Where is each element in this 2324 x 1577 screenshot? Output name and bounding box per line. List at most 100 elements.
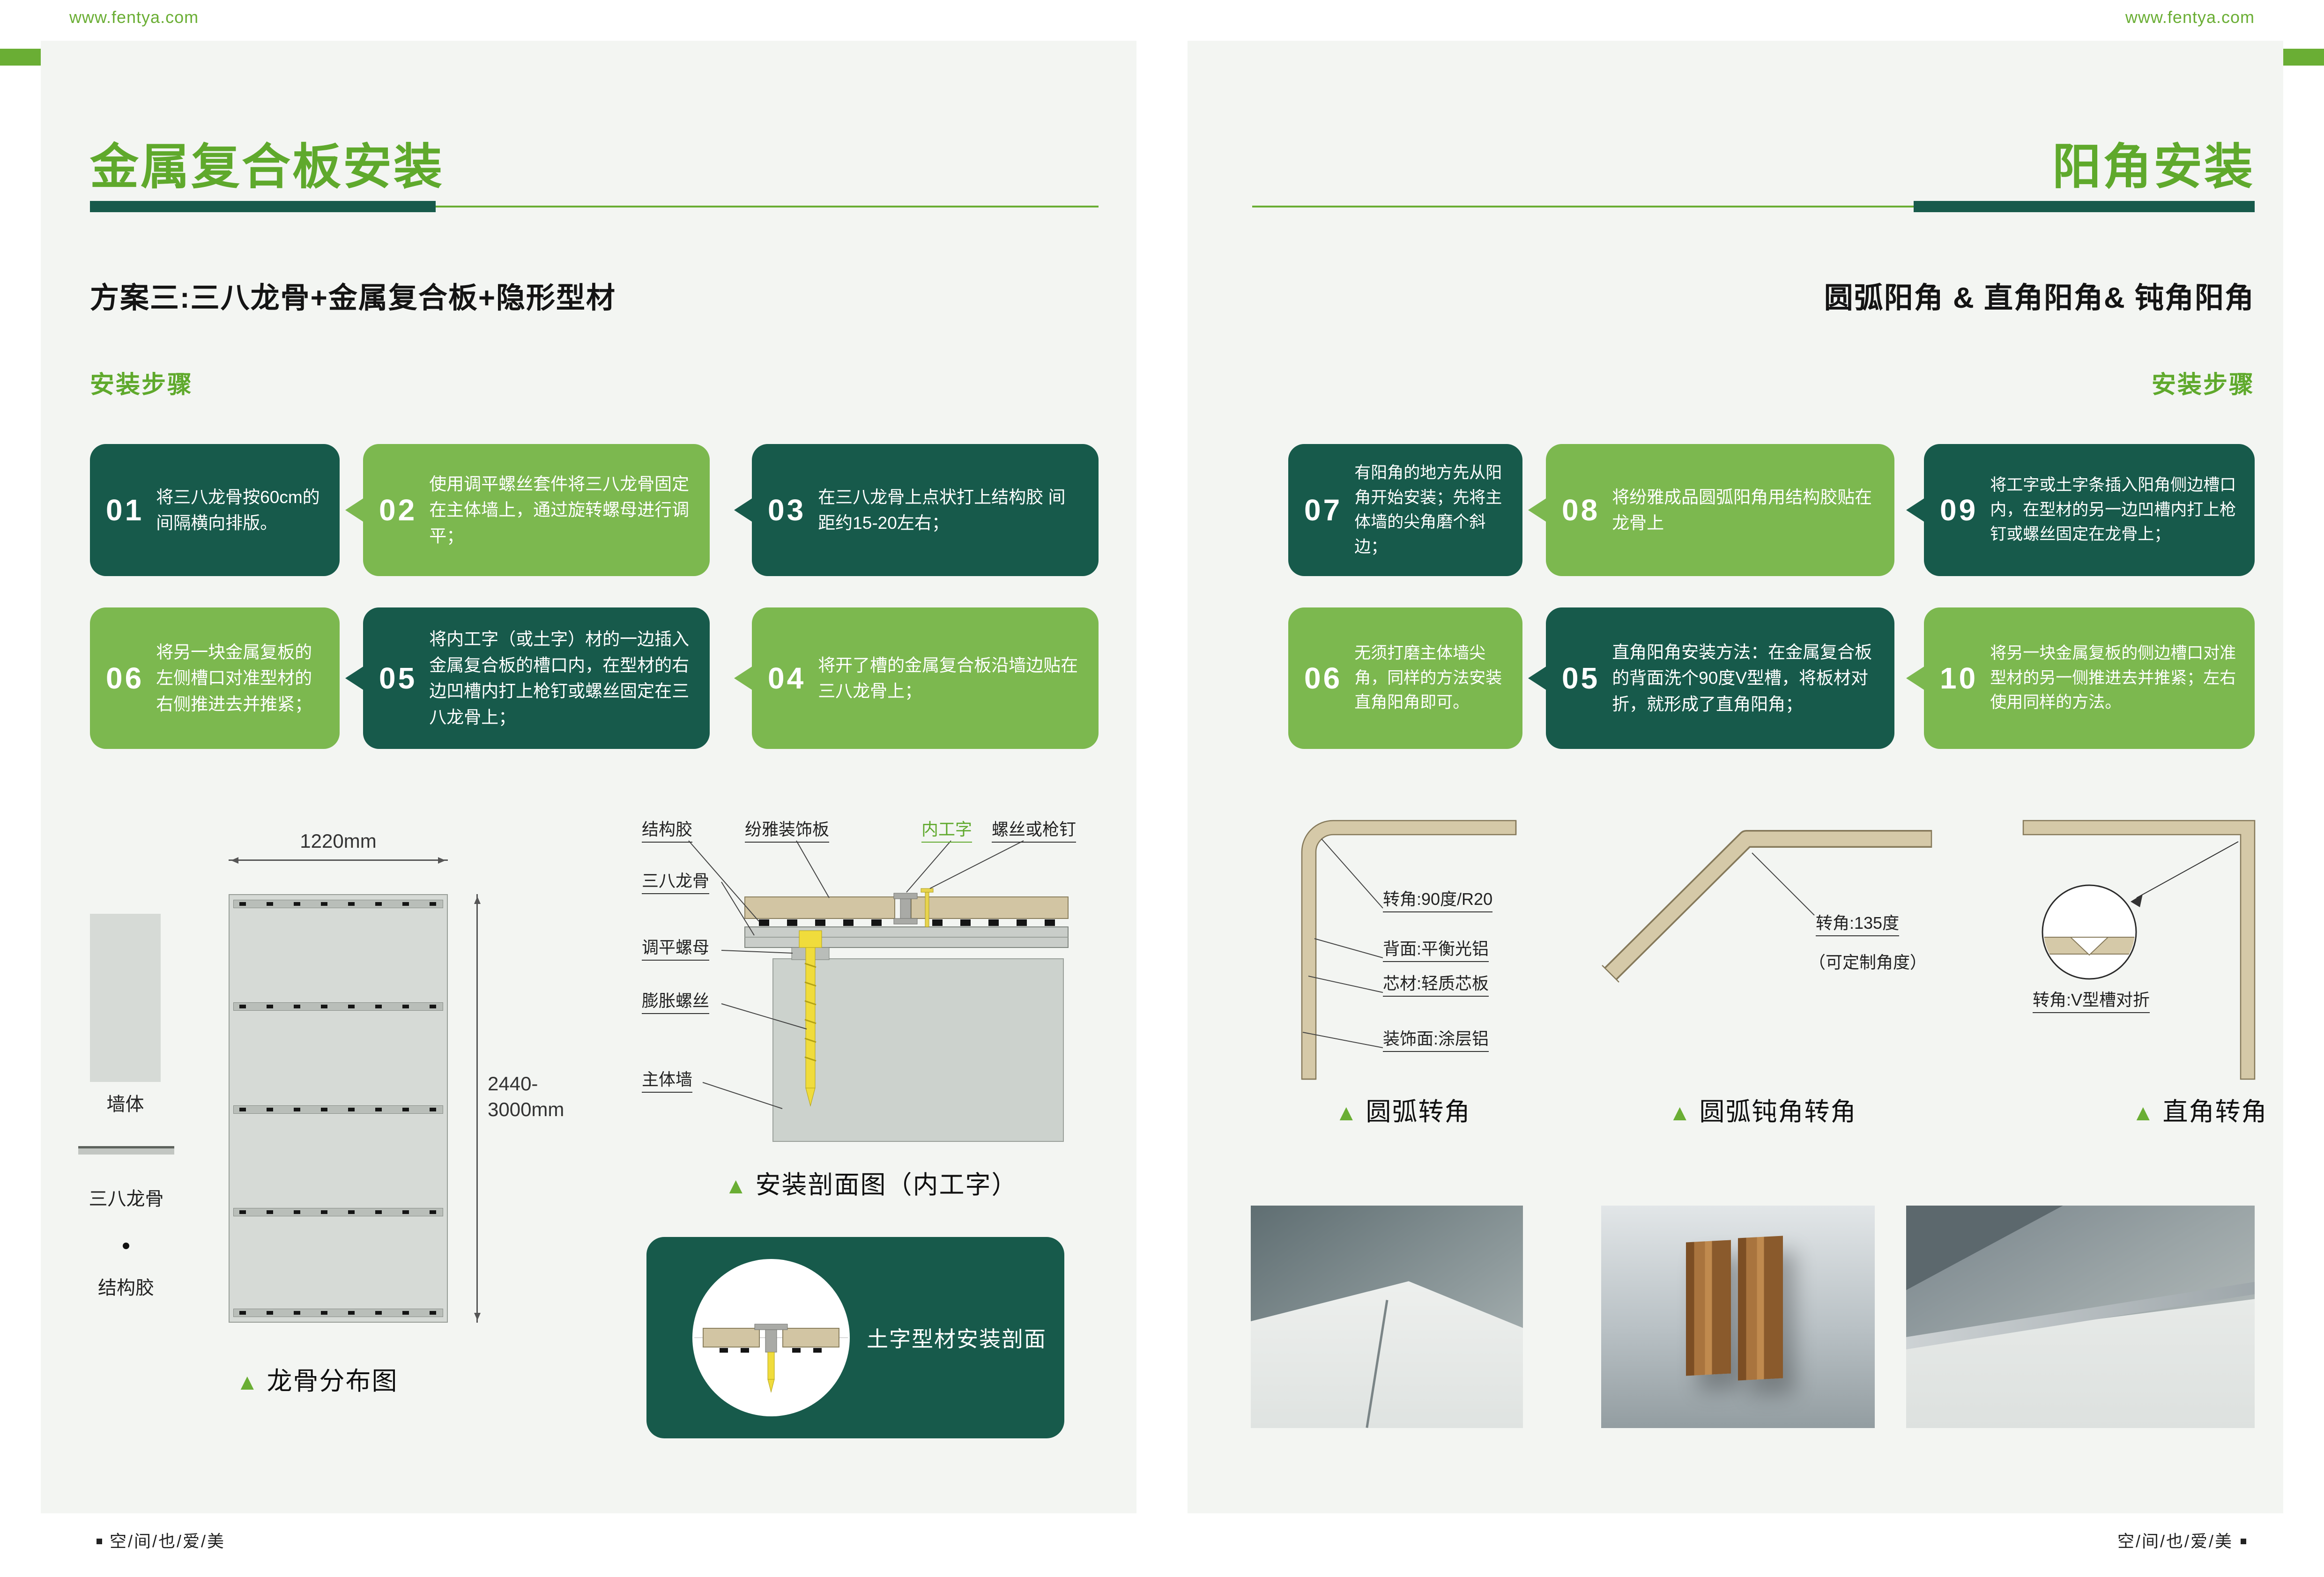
step-bubble-01: 01 将三八龙骨按60cm的间隔横向排版。 [90, 444, 340, 576]
steps-heading: 安装步骤 [90, 371, 193, 399]
round-corner-drawing [1301, 820, 1517, 1080]
footer-left: 空/间/也/爱/美 [89, 1528, 225, 1552]
obtuse-corner-drawing [1602, 830, 1932, 983]
title-rule-bar [1914, 201, 2255, 212]
label-main-wall: 主体墙 [642, 1070, 693, 1093]
footer-square-icon [2241, 1539, 2246, 1545]
footer-right: 空/间/也/爱/美 [2117, 1528, 2254, 1552]
label-keel: 三八龙骨 [642, 872, 710, 894]
step-text: 将工字或土字条插入阳角侧边槽口内，在型材的另一边凹槽内打上枪钉或螺丝固定在龙骨上… [1990, 476, 2236, 544]
corner-a-label-angle: 转角:90度/R20 [1383, 890, 1493, 912]
website-url-right: www.fentya.com [2125, 7, 2255, 27]
corner-a-caption: 圆弧转角 [1335, 1091, 1471, 1128]
height-dimension-line [474, 894, 481, 1323]
keel-panel-diagram [229, 894, 448, 1323]
step-number: 05 [1562, 661, 1600, 695]
left-page: 金属复合板安装 方案三:三八龙骨+金属复合板+隐形型材 安装步骤 01 将三八龙… [41, 41, 1136, 1513]
step-bubble-04: 04 将开了槽的金属复合板沿墙边贴在三八龙骨上； [734, 607, 1099, 749]
step-text: 有阳角的地方先从阳角开始安装；先将主体墙的尖角磨个斜边； [1354, 464, 1502, 556]
keel-swatch [78, 1146, 174, 1155]
step-number: 04 [768, 661, 806, 695]
label-leveling-nut: 调平螺母 [642, 938, 710, 961]
step-number: 07 [1304, 493, 1343, 527]
keel-diagram-caption: 龙骨分布图 [236, 1360, 398, 1397]
width-dimension: 1220mm [300, 830, 377, 852]
step-number: 06 [106, 661, 144, 695]
step-bubble-03: 03 在三八龙骨上点状打上结构胶 间距约15-20左右； [734, 444, 1099, 576]
section-diagram-caption: 安装剖面图（内工字） [725, 1164, 1018, 1201]
product-photo-wood-profiles [1601, 1206, 1875, 1428]
glue-dot [123, 1243, 129, 1249]
step-text: 在三八龙骨上点状打上结构胶 间距约15-20左右； [818, 487, 1066, 533]
glue-label: 结构胶 [98, 1278, 154, 1298]
tee-profile-box: 土字型材安装剖面 [646, 1237, 1064, 1438]
top-left-accent-bar [0, 49, 42, 66]
caption-text: 圆弧转角 [1366, 1098, 1471, 1126]
step-bubble-05: 05 将内工字（或土字）材的一边插入金属复合板的槽口内，在型材的右边凹槽内打上枪… [345, 607, 710, 749]
step-number: 01 [106, 493, 144, 527]
scheme-subtitle: 圆弧阳角 & 直角阳角& 钝角阳角 [1824, 282, 2255, 314]
step-text: 将三八龙骨按60cm的间隔横向排版。 [156, 487, 320, 533]
step-bubble-02: 02 使用调平螺丝套件将三八龙骨固定在主体墙上，通过旋转螺母进行调平； [345, 444, 710, 576]
step-text: 使用调平螺丝套件将三八龙骨固定在主体墙上，通过旋转螺母进行调平； [429, 474, 690, 546]
scheme-subtitle: 方案三:三八龙骨+金属复合板+隐形型材 [90, 282, 616, 314]
triangle-bullet-icon [236, 1367, 267, 1395]
label-screw-or-nail: 螺丝或枪钉 [992, 820, 1077, 843]
page-title: 阳角安装 [2052, 140, 2255, 194]
step-bubble-09: 09 将工字或土字条插入阳角侧边槽口内，在型材的另一边凹槽内打上枪钉或螺丝固定在… [1906, 444, 2255, 576]
product-photo-round-corner [1251, 1206, 1523, 1428]
step-bubble-05: 05 直角阳角安装方法：在金属复合板的背面洗个90度V型槽，将板材对折，就形成了… [1528, 607, 1894, 749]
step-number: 05 [379, 661, 417, 695]
step-text: 直角阳角安装方法：在金属复合板的背面洗个90度V型槽，将板材对折，就形成了直角阳… [1612, 642, 1872, 714]
product-photo-metal-corner [1906, 1206, 2255, 1428]
corner-c-caption: 直角转角 [2132, 1091, 2268, 1128]
right-page: 阳角安装 圆弧阳角 & 直角阳角& 钝角阳角 安装步骤 07 有阳角的地方先从阳… [1188, 41, 2283, 1513]
triangle-bullet-icon [1669, 1098, 1700, 1126]
label-expansion-screw: 膨胀螺丝 [642, 992, 710, 1014]
wood-profile [1738, 1235, 1783, 1381]
caption-text: 圆弧钝角转角 [1699, 1098, 1857, 1126]
step-text: 将另一块金属复板的侧边槽口对准型材的另一侧推进去并推紧；左右使用同样的方法。 [1990, 644, 2236, 712]
step-number: 06 [1304, 661, 1343, 695]
right-angle-corner-drawing [2022, 820, 2256, 1080]
caption-text: 直角转角 [2162, 1098, 2268, 1126]
triangle-bullet-icon [725, 1171, 756, 1199]
page-title: 金属复合板安装 [90, 140, 445, 194]
step-bubble-08: 08 将纷雅成品圆弧阳角用结构胶贴在龙骨上 [1528, 444, 1894, 576]
keel-row [233, 1309, 443, 1317]
triangle-bullet-icon [2132, 1098, 2163, 1126]
corner-b-label-custom: （可定制角度） [1809, 953, 1927, 972]
step-text: 将纷雅成品圆弧阳角用结构胶贴在龙骨上 [1612, 487, 1872, 533]
website-url-left: www.fentya.com [69, 7, 199, 27]
keel-row [233, 900, 443, 908]
top-right-accent-bar [2282, 49, 2324, 66]
keel-row [233, 1105, 443, 1114]
step-text: 将另一块金属复板的左侧槽口对准型材的右侧推进去并推紧； [156, 642, 312, 714]
caption-text: 龙骨分布图 [267, 1367, 398, 1395]
title-rule [1252, 206, 2255, 207]
footer-text: 空/间/也/爱/美 [2117, 1532, 2233, 1551]
photo-panel-surface [1251, 1281, 1523, 1428]
label-inner-i-profile: 内工字 [921, 820, 973, 843]
section-diagram-drawing [688, 840, 1069, 1142]
corner-c-label-vgroove: 转角:V型槽对折 [2033, 991, 2150, 1013]
keel-label: 三八龙骨 [89, 1189, 164, 1209]
step-bubble-10: 10 将另一块金属复板的侧边槽口对准型材的另一侧推进去并推紧；左右使用同样的方法… [1906, 607, 2255, 749]
corner-a-label-face: 装饰面:涂层铝 [1383, 1029, 1489, 1052]
label-structural-glue: 结构胶 [642, 820, 693, 843]
wall-label: 墙体 [106, 1094, 144, 1115]
tee-box-label: 土字型材安装剖面 [867, 1327, 1047, 1351]
label-decor-panel: 纷雅装饰板 [745, 820, 830, 843]
footer-text: 空/间/也/爱/美 [110, 1532, 226, 1551]
keel-row [233, 1002, 443, 1011]
wall-swatch [90, 914, 161, 1082]
caption-text: 安装剖面图（内工字） [755, 1171, 1018, 1199]
step-bubble-06: 06 无须打磨主体墙尖角，同样的方法安装直角阳角即可。 [1288, 607, 1522, 749]
step-number: 08 [1562, 493, 1600, 527]
width-dimension-line [229, 857, 448, 864]
keel-row [233, 1208, 443, 1216]
wood-profile [1686, 1240, 1731, 1376]
step-bubble-07: 07 有阳角的地方先从阳角开始安装；先将主体墙的尖角磨个斜边； [1288, 444, 1522, 576]
title-rule [90, 206, 1099, 207]
